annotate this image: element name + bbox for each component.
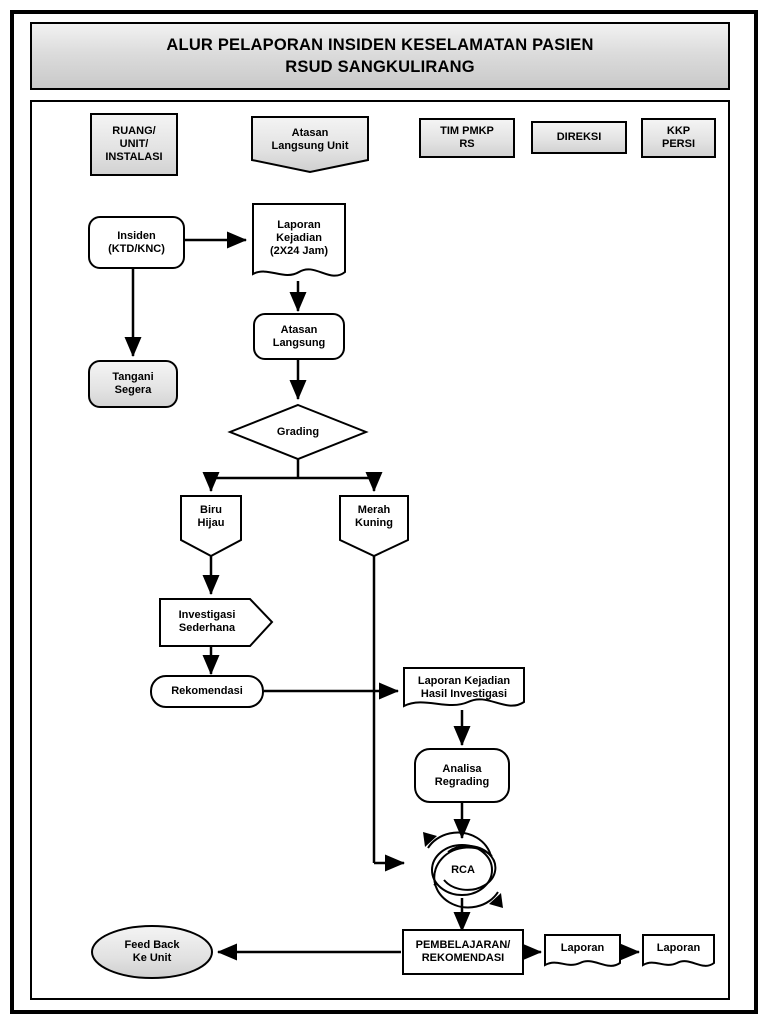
node-label-laporan-2: Laporan bbox=[656, 941, 701, 954]
node-label-biru-hijau: Biru Hijau bbox=[197, 504, 225, 529]
node-label-pembelajaran-rekomendasi: PEMBELAJARAN/ REKOMENDASI bbox=[415, 939, 511, 964]
node-label-atasan-langsung: Atasan Langsung bbox=[272, 323, 326, 349]
node-label-feed-back-ke-unit: Feed Back Ke Unit bbox=[124, 939, 180, 964]
lane-tim-pmkp-rs: TIM PMKP RS bbox=[419, 118, 515, 158]
title-line-1: ALUR PELAPORAN INSIDEN KESELAMATAN PASIE… bbox=[166, 36, 594, 54]
node-label-merah-kuning: Merah Kuning bbox=[355, 504, 393, 529]
node-atasan-langsung: Atasan Langsung bbox=[253, 313, 345, 360]
lane-label-atasan-langsung-unit: Atasan Langsung Unit bbox=[271, 127, 349, 152]
title-line-2: RSUD SANGKULIRANG bbox=[285, 58, 475, 76]
node-label-rekomendasi: Rekomendasi bbox=[171, 685, 243, 697]
node-label-laporan-1: Laporan bbox=[560, 941, 605, 954]
node-label-laporan-kejadian-hasil-investigasi: Laporan Kejadian Hasil Investigasi bbox=[417, 675, 511, 700]
diagram-title-banner: ALUR PELAPORAN INSIDEN KESELAMATAN PASIE… bbox=[30, 22, 730, 90]
node-tangani-segera: Tangani Segera bbox=[88, 360, 178, 408]
lane-kkp-persi: KKP PERSI bbox=[641, 118, 716, 158]
lane-ruang-unit-instalasi: RUANG/ UNIT/ INSTALASI bbox=[90, 113, 178, 176]
lane-direksi: DIREKSI bbox=[531, 121, 627, 154]
node-label-grading: Grading bbox=[276, 425, 320, 438]
node-label-rca: RCA bbox=[451, 863, 475, 876]
node-label-insiden: Insiden (KTD/KNC) bbox=[108, 229, 165, 255]
node-insiden: Insiden (KTD/KNC) bbox=[88, 216, 185, 269]
node-analisa-regrading: Analisa Regrading bbox=[414, 748, 510, 803]
node-label-analisa-regrading: Analisa Regrading bbox=[434, 762, 490, 788]
lane-label-ruang-unit-instalasi: RUANG/ UNIT/ INSTALASI bbox=[105, 125, 163, 163]
node-pembelajaran-rekomendasi: PEMBELAJARAN/ REKOMENDASI bbox=[402, 929, 524, 975]
lane-label-direksi: DIREKSI bbox=[556, 131, 602, 143]
node-rekomendasi: Rekomendasi bbox=[150, 675, 264, 708]
node-label-tangani-segera: Tangani Segera bbox=[112, 371, 154, 396]
node-label-investigasi-sederhana: Investigasi Sederhana bbox=[178, 609, 236, 634]
lane-label-tim-pmkp-rs: TIM PMKP RS bbox=[440, 125, 494, 150]
lane-label-kkp-persi: KKP PERSI bbox=[661, 125, 695, 150]
node-label-laporan-kejadian: Laporan Kejadian (2X24 Jam) bbox=[269, 218, 329, 257]
